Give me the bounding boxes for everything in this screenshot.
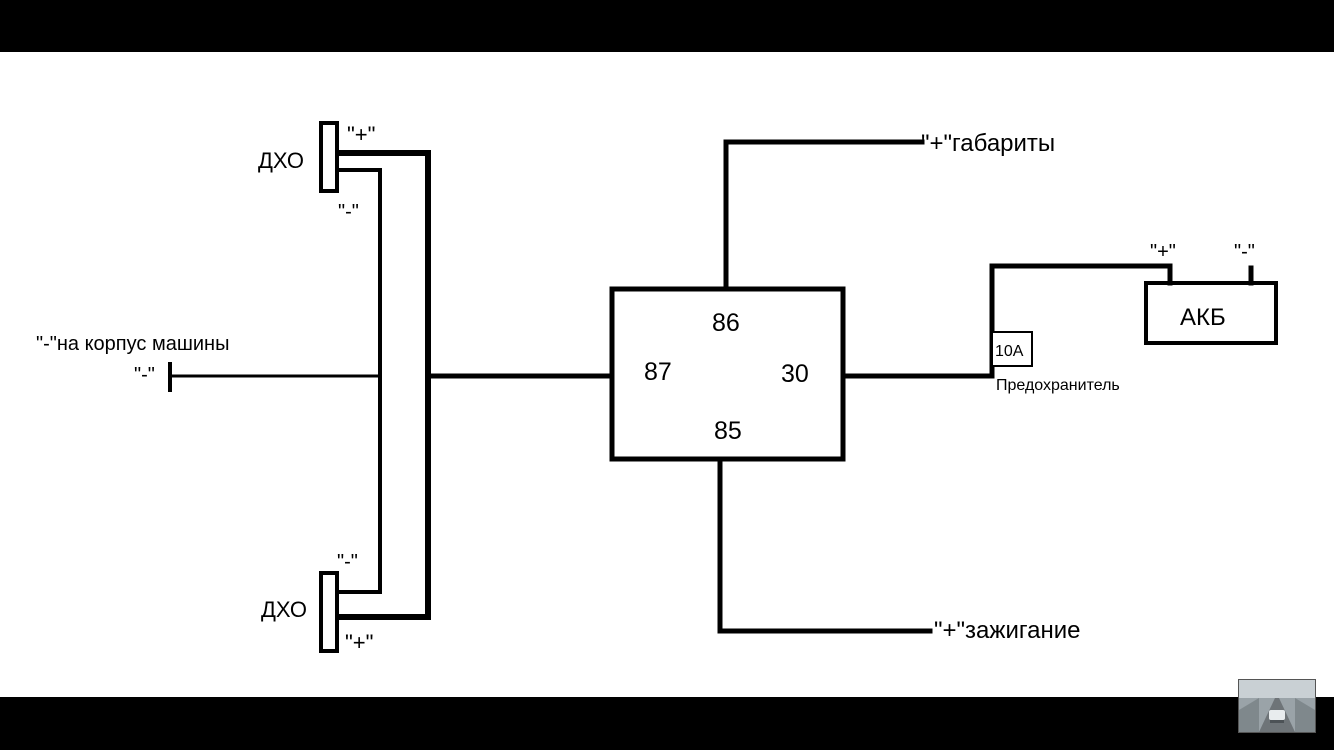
drl-top-minus-label: "-" (338, 201, 359, 223)
drl-bottom-minus-label: "-" (337, 551, 358, 573)
battery-name: АКБ (1180, 304, 1226, 331)
drl-top-name: ДХО (258, 148, 304, 173)
ground-label: "-"на корпус машины (36, 333, 229, 355)
drl-bottom-name: ДХО (261, 597, 307, 622)
drl-top-block (319, 121, 339, 193)
ground-terminal-label: "-" (134, 364, 155, 386)
drl-plus-bus-wire (335, 150, 431, 620)
drl-minus-bottom-wire (336, 374, 382, 594)
video-thumbnail-image[interactable] (1238, 679, 1316, 733)
battery-plus-label: "+" (1150, 241, 1176, 263)
drl-bottom-block (319, 571, 339, 653)
battery-box (1144, 281, 1278, 345)
fuse-box (991, 331, 1033, 367)
relay-pin-86: 86 (712, 309, 740, 337)
pin86-wire (723, 139, 925, 292)
drl-bottom-plus-label: "+" (345, 630, 373, 655)
pin85-wire (717, 456, 933, 634)
relay-pin-87: 87 (644, 358, 672, 386)
ignition-output-label: "+"зажигание (934, 617, 1080, 644)
drl-top-plus-label: "+" (347, 122, 375, 147)
fuse-label: Предохранитель (996, 377, 1120, 394)
bottom-letterbox (0, 697, 1334, 750)
fuse-rating: 10A (995, 343, 1024, 360)
drl-minus-top-wire (336, 168, 382, 378)
battery-minus-label: "-" (1234, 241, 1255, 263)
relay-pin-30: 30 (781, 360, 809, 388)
relay-pin-85: 85 (714, 417, 742, 445)
top-letterbox (0, 0, 1334, 52)
lights-output-label: "+"габариты (921, 130, 1055, 157)
